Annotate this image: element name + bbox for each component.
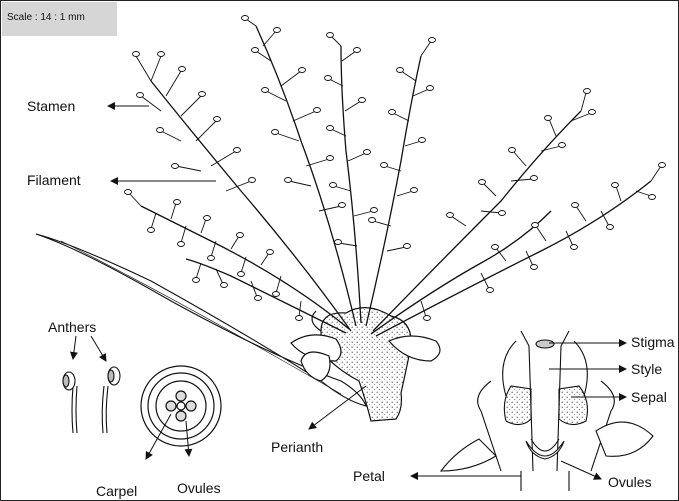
label-anthers: Anthers (48, 319, 96, 335)
label-perianth: Perianth (271, 439, 323, 455)
label-ovules-right: Ovules (608, 474, 652, 490)
label-ovules-left: Ovules (177, 480, 221, 496)
label-stamen: Stamen (27, 98, 75, 114)
label-filament: Filament (27, 172, 81, 188)
stamen-stalks (129, 19, 661, 317)
anther-tips (125, 16, 666, 321)
filament-branches (141, 26, 651, 336)
label-petal: Petal (353, 468, 385, 484)
label-carpel: Carpel (96, 483, 137, 499)
label-sepal: Sepal (631, 389, 667, 405)
carpel-cross-section (141, 366, 221, 446)
label-stigma: Stigma (631, 334, 675, 350)
label-style: Style (631, 361, 662, 377)
anthers-detail (63, 367, 120, 433)
pistil-section (441, 331, 653, 491)
